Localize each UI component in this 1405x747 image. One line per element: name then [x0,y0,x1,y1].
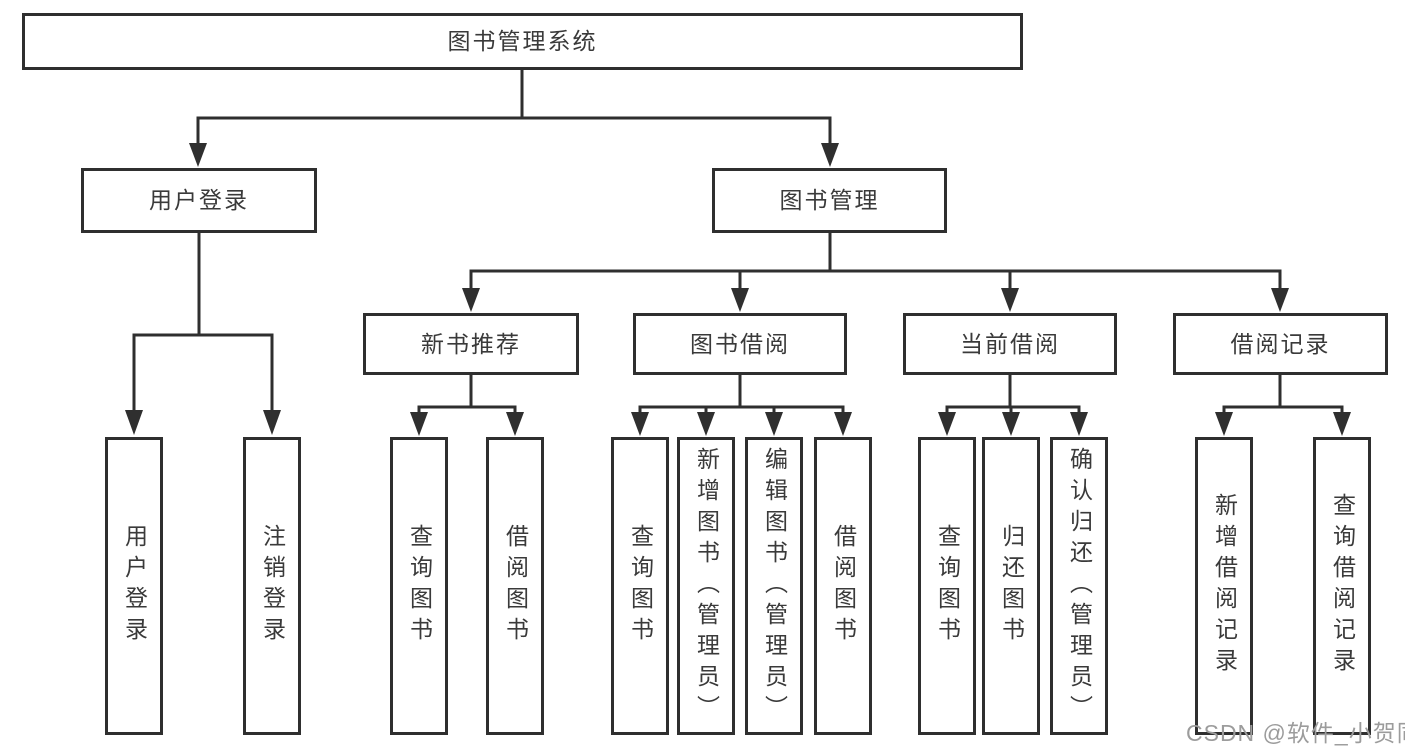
arrowheads [125,143,1351,436]
leaf-logout: 注销登录 [243,437,301,735]
leaf-query-borrow-record: 查询借阅记录 [1313,437,1371,735]
leaf-query-books-current: 查询图书 [918,437,976,735]
node-book-management: 图书管理 [712,168,947,233]
leaf-borrow-books-recommend: 借阅图书 [486,437,544,735]
node-user-login: 用户登录 [81,168,317,233]
leaf-edit-book-admin: 编辑图书（管理员） [745,437,803,735]
leaf-user-login: 用户登录 [105,437,163,735]
leaf-add-borrow-record: 新增借阅记录 [1195,437,1253,735]
csdn-watermark: CSDN @软件_小贺同学 [1186,720,1405,746]
node-root-system: 图书管理系统 [22,13,1023,70]
node-borrow-records: 借阅记录 [1173,313,1388,375]
leaf-confirm-return-admin: 确认归还（管理员） [1050,437,1108,735]
leaf-borrow-books: 借阅图书 [814,437,872,735]
leaf-query-books-recommend: 查询图书 [390,437,448,735]
leaf-return-book: 归还图书 [982,437,1040,735]
node-book-borrow: 图书借阅 [633,313,847,375]
node-new-book-recommend: 新书推荐 [363,313,579,375]
leaf-query-books-borrow: 查询图书 [611,437,669,735]
node-current-borrow: 当前借阅 [903,313,1117,375]
leaf-add-book-admin: 新增图书（管理员） [677,437,735,735]
